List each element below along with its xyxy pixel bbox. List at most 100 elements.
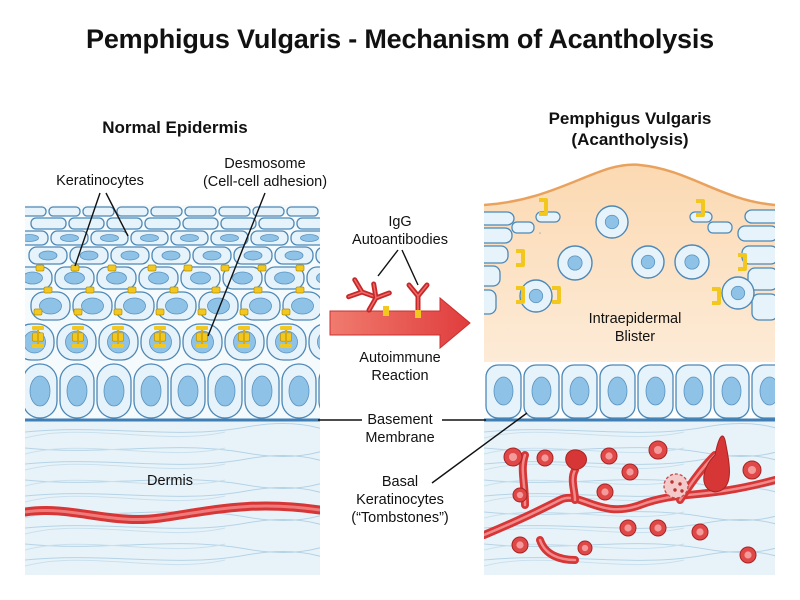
- collagen-fiber: [25, 543, 320, 553]
- squamous-cell: [184, 206, 217, 217]
- broken-desmosome: [539, 198, 548, 216]
- collagen-fiber: [25, 519, 320, 529]
- blood-vessels: [484, 435, 775, 564]
- granule: [673, 488, 677, 492]
- collagen-fiber: [25, 463, 226, 471]
- squamous-cell: [106, 217, 143, 230]
- collagen-fiber: [25, 423, 320, 433]
- label-desmosome-line1: Desmosome: [224, 156, 306, 172]
- antibody-highlight: [368, 283, 391, 311]
- squamous-cell: [30, 217, 67, 230]
- nucleus: [140, 234, 159, 242]
- squamous-cell: [150, 206, 183, 217]
- igg-antibody: [346, 277, 378, 300]
- nucleus: [531, 376, 552, 406]
- disrupted-desmosomes: [516, 198, 747, 305]
- nucleus: [291, 297, 314, 315]
- label-basement-membrane: Basement Membrane: [345, 411, 455, 447]
- collagen-fiber: [484, 551, 775, 561]
- desmosome: [127, 286, 137, 294]
- nucleus: [25, 271, 43, 285]
- label-desmosome-line2: (Cell-cell adhesion): [202, 174, 328, 190]
- broken-desmosome: [552, 286, 561, 304]
- desmosome: [113, 308, 123, 316]
- antibody-highlight: [347, 279, 376, 298]
- squamous-cell: [116, 206, 149, 217]
- desmosome: [155, 308, 165, 316]
- igg-antibodies: [346, 277, 430, 318]
- collagen-fiber: [484, 423, 775, 433]
- heading-normal-epidermis: Normal Epidermis: [102, 118, 248, 137]
- desmosome: [253, 286, 263, 294]
- nucleus: [106, 271, 127, 285]
- desmosome: [257, 264, 267, 272]
- nucleus: [220, 234, 239, 242]
- desmosome: [154, 326, 166, 330]
- nucleus: [316, 272, 320, 284]
- desmosome: [32, 344, 44, 348]
- collagen-fiber: [25, 543, 226, 551]
- nucleus: [165, 297, 188, 315]
- nucleus: [232, 271, 253, 285]
- nucleus: [207, 297, 230, 315]
- label-basal-line1: Basal: [381, 474, 419, 490]
- nucleus: [759, 376, 775, 406]
- desmosome: [183, 264, 193, 272]
- nucleus: [190, 271, 211, 285]
- red-blood-cell-center: [541, 454, 549, 462]
- nucleus: [567, 255, 583, 271]
- desmosome: [238, 326, 250, 330]
- label-reaction-line2: Reaction: [371, 368, 429, 384]
- desmosome: [107, 264, 117, 272]
- autoimmune-arrow: [329, 296, 471, 350]
- red-blood-cell-center: [626, 468, 634, 476]
- nucleus: [120, 250, 140, 261]
- desmosome: [281, 308, 291, 316]
- label-intraepidermal-blister: Intraepidermal Blister: [565, 310, 705, 346]
- desmosome: [72, 326, 84, 330]
- label-blister-line1: Intraepidermal: [588, 311, 682, 327]
- keratinocyte-cell: [511, 221, 535, 234]
- nucleus: [721, 376, 742, 406]
- desmosome: [196, 344, 208, 348]
- collagen-fiber: [25, 431, 226, 439]
- collagen-fiber: [25, 455, 320, 465]
- label-basement-line2: Membrane: [365, 430, 435, 446]
- keratinocyte-cell: [306, 266, 320, 290]
- desmosome: [85, 286, 95, 294]
- nucleus: [604, 214, 620, 230]
- right-panel-pemphigus: [484, 163, 775, 575]
- squamous-cell: [258, 217, 295, 230]
- red-blood-cell-center: [654, 524, 662, 532]
- dermis-fibers: [25, 423, 320, 567]
- nucleus: [367, 251, 385, 260]
- blood-vessel-highlight: [538, 538, 577, 562]
- nucleus: [202, 250, 222, 261]
- keratinocyte-cell: [707, 221, 733, 234]
- nucleus: [177, 375, 199, 407]
- desmosome: [147, 264, 157, 272]
- nucleus: [607, 376, 628, 406]
- vessel-bulb: [565, 449, 587, 471]
- label-igg-line1: IgG: [388, 214, 412, 230]
- label-autoimmune-reaction: Autoimmune Reaction: [335, 349, 465, 385]
- broken-desmosome: [696, 199, 705, 217]
- squamous-cell: [144, 217, 181, 230]
- desmosome: [35, 264, 45, 272]
- desmosome: [112, 326, 124, 330]
- red-blood-cell-center: [605, 452, 613, 460]
- antibody-highlight: [408, 284, 428, 311]
- desmosome: [220, 264, 230, 272]
- heading-pemphigus-line1: Pemphigus Vulgaris: [548, 109, 712, 128]
- nucleus: [60, 234, 79, 242]
- desmosome: [295, 264, 305, 272]
- nucleus: [569, 376, 590, 406]
- keratinocyte-cell: [484, 227, 513, 244]
- desmosome: [280, 344, 292, 348]
- red-blood-cell-center: [601, 488, 609, 496]
- nucleus: [38, 250, 58, 261]
- desmosome: [72, 344, 84, 348]
- keratinocyte-cell: [484, 289, 497, 315]
- left-panel-normal-epidermis: [25, 205, 385, 575]
- nucleus: [359, 272, 379, 284]
